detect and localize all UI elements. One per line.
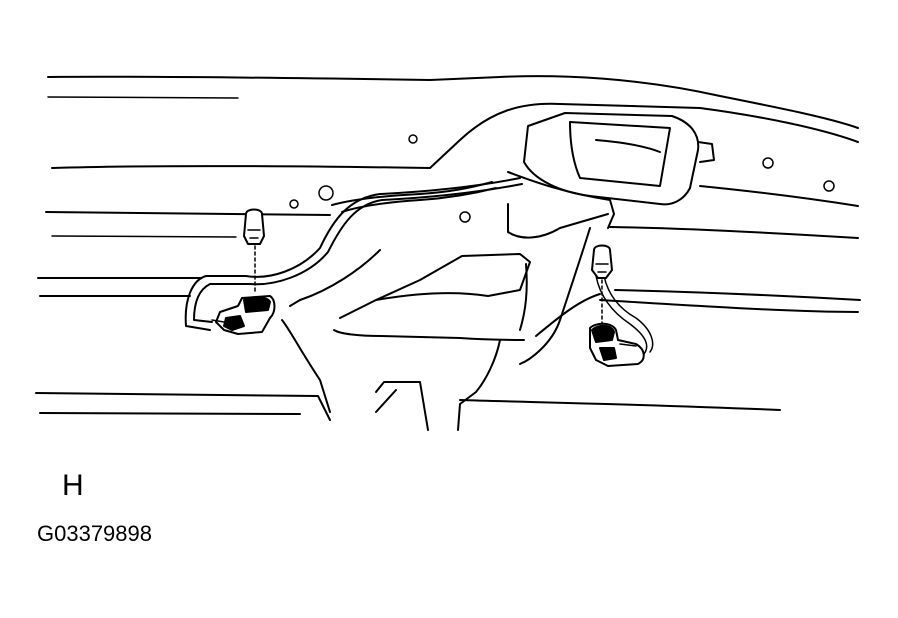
wiring-harness (184, 177, 654, 355)
figure-code-label: G03379898 (37, 521, 152, 546)
panel-holes (289, 134, 835, 223)
right-socket (589, 322, 645, 367)
left-socket (211, 295, 276, 335)
body-panel-lines (35, 75, 861, 421)
right-bulb (591, 244, 613, 279)
lamp-housing-bracket (507, 112, 715, 229)
support-member (281, 181, 609, 431)
left-bulb (243, 208, 265, 245)
view-letter-label: H (62, 469, 84, 502)
